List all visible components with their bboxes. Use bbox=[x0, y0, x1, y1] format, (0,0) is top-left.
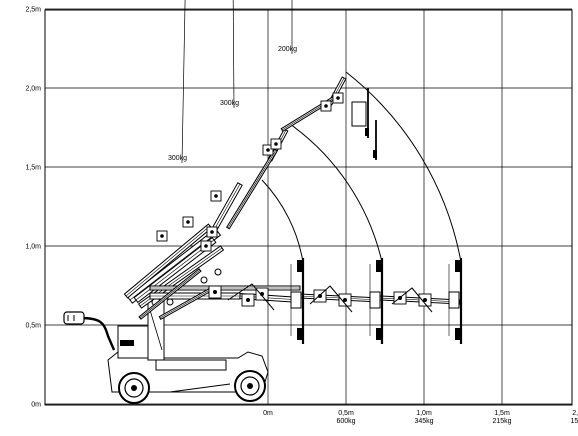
joint-ring bbox=[200, 276, 208, 284]
x-load-label: 345kg bbox=[414, 418, 433, 425]
x-load-label: 215kg bbox=[492, 418, 511, 425]
plot-frame bbox=[44, 9, 573, 406]
folded-head bbox=[351, 101, 367, 127]
y-tick-label: 1,5m bbox=[25, 165, 41, 172]
axis-labels: 0m0,5m1,0m1,5m2,0m2,5m3,0m3,5m4,0m4,5m0m… bbox=[25, 7, 578, 426]
side-panel bbox=[155, 359, 227, 371]
pad-cup-bottom bbox=[376, 328, 381, 340]
pad-head bbox=[290, 291, 302, 309]
x-tick-label: 2,0m bbox=[572, 410, 578, 417]
x-tick-label: 1,5m bbox=[494, 410, 510, 417]
hydraulic-cylinder-2-center bbox=[159, 289, 211, 319]
joint-pin bbox=[343, 298, 347, 302]
pad-head bbox=[448, 291, 460, 309]
y-tick-label: 2,0m bbox=[25, 86, 41, 93]
arm-link-1-center bbox=[227, 149, 277, 229]
folded-pad-cup bbox=[373, 150, 377, 158]
wheel-hub bbox=[131, 385, 137, 391]
housing-detail bbox=[120, 340, 134, 346]
elevated-load-label: 200kg bbox=[278, 46, 297, 53]
tow-handle bbox=[79, 316, 116, 351]
grid bbox=[44, 8, 573, 406]
pad-cup-bottom bbox=[455, 328, 460, 340]
joint-pin bbox=[214, 194, 218, 198]
folded-pad-cup bbox=[365, 128, 369, 136]
arm-upper-1-center bbox=[213, 183, 241, 231]
undercarriage-line bbox=[169, 383, 231, 393]
joint-pin bbox=[423, 298, 427, 302]
joint-pin bbox=[246, 298, 250, 302]
y-tick-label: 0,5m bbox=[25, 323, 41, 330]
linkage bbox=[227, 283, 275, 311]
elevated-load-label: 300kg bbox=[168, 155, 187, 162]
linkage bbox=[309, 285, 353, 313]
joint-pin bbox=[336, 96, 340, 100]
reach-arc bbox=[289, 123, 383, 263]
y-tick-label: 0m bbox=[31, 402, 41, 409]
x-tick-label: 1,0m bbox=[416, 410, 432, 417]
x-tick-label: 0m bbox=[263, 410, 273, 417]
wheel-hub bbox=[247, 383, 253, 389]
x-load-label: 600kg bbox=[336, 418, 355, 425]
pad-cup-bottom bbox=[297, 328, 302, 340]
joint-pin bbox=[186, 220, 190, 224]
joint-pin bbox=[324, 104, 328, 108]
joint-pin bbox=[318, 294, 322, 298]
load-leader bbox=[232, 0, 235, 109]
x-tick-label: 0,5m bbox=[338, 410, 354, 417]
reach-arc bbox=[261, 179, 304, 263]
linkage bbox=[391, 287, 433, 313]
joint-pin bbox=[204, 244, 208, 248]
lifting-machine bbox=[63, 0, 463, 404]
joint-pin bbox=[274, 142, 278, 146]
joint-pin bbox=[213, 290, 217, 294]
joint-pin bbox=[160, 234, 164, 238]
mast-brace bbox=[149, 309, 163, 351]
elevated-load-label: 300kg bbox=[220, 100, 239, 107]
boom-raised-3-center bbox=[125, 225, 211, 297]
hydraulic-cylinder-center bbox=[139, 269, 201, 319]
pad-cup-top bbox=[376, 260, 381, 272]
joint-ring bbox=[166, 298, 174, 306]
joint-ring bbox=[214, 268, 222, 276]
x-load-label: 155kg bbox=[570, 418, 578, 425]
y-tick-label: 1,0m bbox=[25, 244, 41, 251]
load-leader bbox=[181, 0, 186, 164]
joint-pin bbox=[266, 148, 270, 152]
pad-head bbox=[369, 291, 381, 309]
pad-cup-top bbox=[455, 260, 460, 272]
pad-cup-top bbox=[297, 260, 302, 272]
joint-pin bbox=[210, 230, 214, 234]
y-tick-label: 2,5m bbox=[25, 7, 41, 14]
